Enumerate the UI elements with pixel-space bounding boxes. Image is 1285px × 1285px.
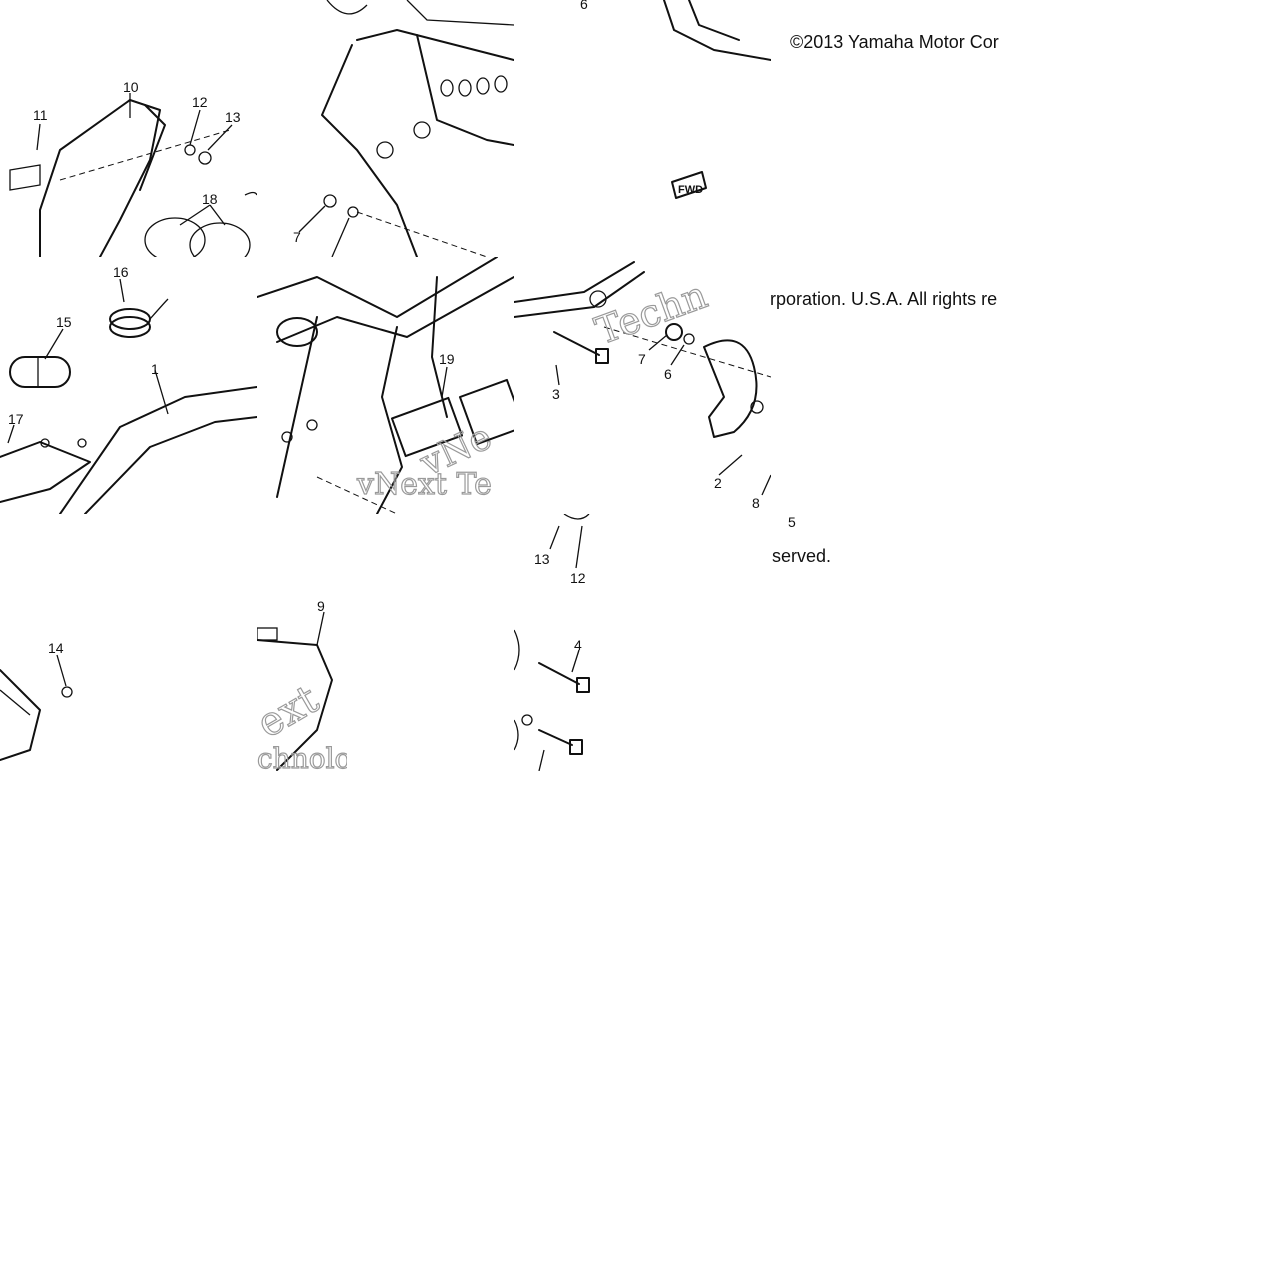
copyright-fragment-1: ©2013 Yamaha Motor Cor — [790, 32, 999, 52]
callout-17: 17 — [8, 411, 24, 427]
callout-5-wrap: 5 — [788, 514, 796, 530]
callout-14: 14 — [48, 640, 64, 656]
callout-13b: 13 — [534, 551, 550, 567]
watermark-vnext: vNext Te vNe — [355, 416, 498, 503]
copyright-fragment-2: rporation. U.S.A. All rights re — [770, 289, 998, 309]
tile-r3c3-top-drawing: 13 12 — [534, 514, 590, 586]
callout-6b: 6 — [664, 366, 672, 382]
watermark-techn: Techn — [590, 273, 713, 354]
callout-1: 1 — [151, 361, 159, 377]
tile-r1c3-drawing: FWD 6 — [580, 0, 771, 199]
callout-2: 2 — [714, 475, 722, 491]
callout-3: 3 — [552, 386, 560, 402]
bolt-4 — [538, 662, 590, 693]
bolt-5 — [521, 714, 583, 755]
tile-r3c2: 9 ext chnolo — [257, 600, 347, 771]
callout-15: 15 — [56, 314, 72, 330]
tile-r2c2-drawing: vNext Te vNe 19 — [257, 257, 514, 514]
bolt-3 — [553, 331, 609, 364]
tile-r1c2: 7 — [257, 0, 514, 257]
tile-r1c3: FWD 6 — [514, 0, 771, 257]
callout-8: 8 — [752, 495, 760, 511]
callout-19: 19 — [439, 351, 455, 367]
tile-r3c3: 4 — [514, 600, 604, 771]
callout-7: 7 — [293, 229, 301, 245]
callout-12: 12 — [192, 94, 208, 110]
svg-text:vNext Te: vNext Te — [356, 467, 492, 502]
tile-r2c3-drawing: Techn 3 7 6 2 8 — [514, 261, 771, 511]
callout-7b: 7 — [638, 351, 646, 367]
svg-text:FWD: FWD — [678, 184, 703, 196]
callout-16: 16 — [113, 264, 129, 280]
copyright-fragment-3: served. — [772, 546, 832, 566]
bearing-part — [109, 298, 169, 338]
watermark-ext: ext — [257, 676, 326, 747]
tile-r2c1-drawing: 16 15 1 17 — [0, 264, 257, 514]
callout-18: 18 — [202, 191, 218, 207]
tile-r3c3-top: 13 12 — [514, 514, 594, 590]
callout-6: 6 — [580, 0, 588, 12]
callout-12b: 12 — [570, 570, 586, 586]
callout-10: 10 — [123, 79, 139, 95]
tile-r1c2-drawing: 7 — [293, 0, 514, 257]
callout-9: 9 — [317, 600, 325, 614]
tile-r2c1: 16 15 1 17 — [0, 257, 257, 514]
callout-13: 13 — [225, 109, 241, 125]
tile-r3c3-drawing: 4 — [514, 629, 590, 771]
grip-part — [9, 356, 71, 388]
callout-5: 5 — [788, 514, 796, 530]
fwd-badge: FWD — [671, 171, 707, 199]
callout-4: 4 — [574, 637, 582, 653]
tile-r1c1-drawing: 10 11 12 13 18 — [9, 79, 257, 257]
watermark-chnolo: chnolo — [257, 742, 347, 771]
bracket-2 — [703, 339, 764, 438]
tile-r2c2: vNext Te vNe 19 — [257, 257, 514, 514]
tile-r3c2-drawing: 9 ext chnolo — [257, 600, 347, 771]
tile-r1c1: 10 11 12 13 18 — [0, 0, 257, 257]
tile-r2c3: Techn 3 7 6 2 8 — [514, 257, 771, 514]
tile-r3c1-drawing: 14 — [0, 640, 73, 761]
nut-washer — [665, 323, 695, 345]
callout-11: 11 — [33, 107, 48, 123]
tile-r3c1: 14 — [0, 600, 257, 771]
